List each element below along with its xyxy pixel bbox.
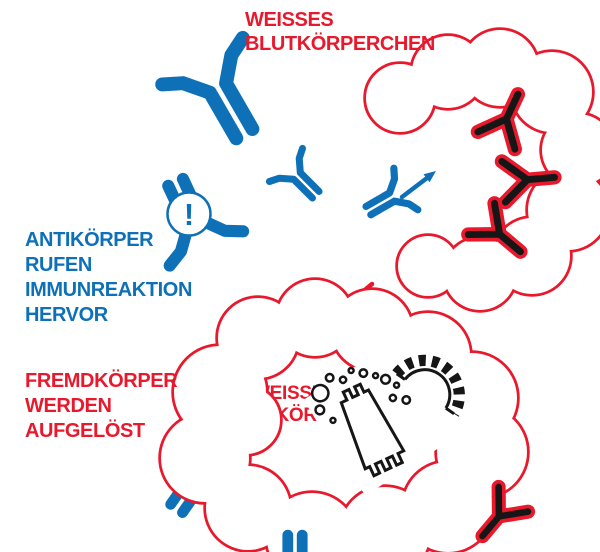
bubble xyxy=(358,368,369,379)
bubble xyxy=(329,416,337,425)
alert-icon: ! xyxy=(166,191,212,237)
cloud-bump xyxy=(542,114,600,186)
cell-cloud-shape xyxy=(363,27,600,313)
white-blood-cell-label: WEISSES BLUTKÖRPERCHEN xyxy=(245,9,435,55)
cloud-bump xyxy=(512,52,592,132)
virus-fragment-spikes xyxy=(392,354,465,417)
antibody-shape xyxy=(269,148,333,212)
virus-fragment-body xyxy=(339,382,406,478)
virus-fragments xyxy=(310,354,465,478)
foreign-body-caption: FREMDKÖRPER WERDEN AUFGELÖST xyxy=(25,370,178,442)
bubble xyxy=(379,373,392,385)
bubble xyxy=(310,383,330,403)
bubble xyxy=(371,371,380,380)
bubble xyxy=(314,404,326,416)
cloud-bump xyxy=(444,238,516,310)
white-blood-cell-top xyxy=(363,27,600,313)
bubble xyxy=(388,393,398,403)
bubble xyxy=(347,366,355,375)
bubble xyxy=(338,375,348,385)
antibody-shape xyxy=(356,167,419,232)
cloud-bump xyxy=(398,236,458,296)
bubble xyxy=(392,381,401,389)
pathogen-dissolving-card xyxy=(303,331,472,496)
pathogen-card-background xyxy=(303,331,472,496)
antibody-icon xyxy=(269,148,333,212)
cloud-bump xyxy=(340,487,430,552)
antibody-icon xyxy=(356,167,419,232)
antibody-caption: ANTIKÖRPER RUFEN IMMUNREAKTION HERVOR xyxy=(25,229,193,326)
blue-arrow-icon xyxy=(399,171,436,200)
alert-exclamation-glyph: ! xyxy=(184,197,194,232)
alert-circle xyxy=(166,191,212,237)
bubble xyxy=(401,394,412,405)
antibody-alert-group: ! xyxy=(138,164,244,267)
cloud-bump xyxy=(212,386,280,454)
bubble xyxy=(324,372,335,383)
